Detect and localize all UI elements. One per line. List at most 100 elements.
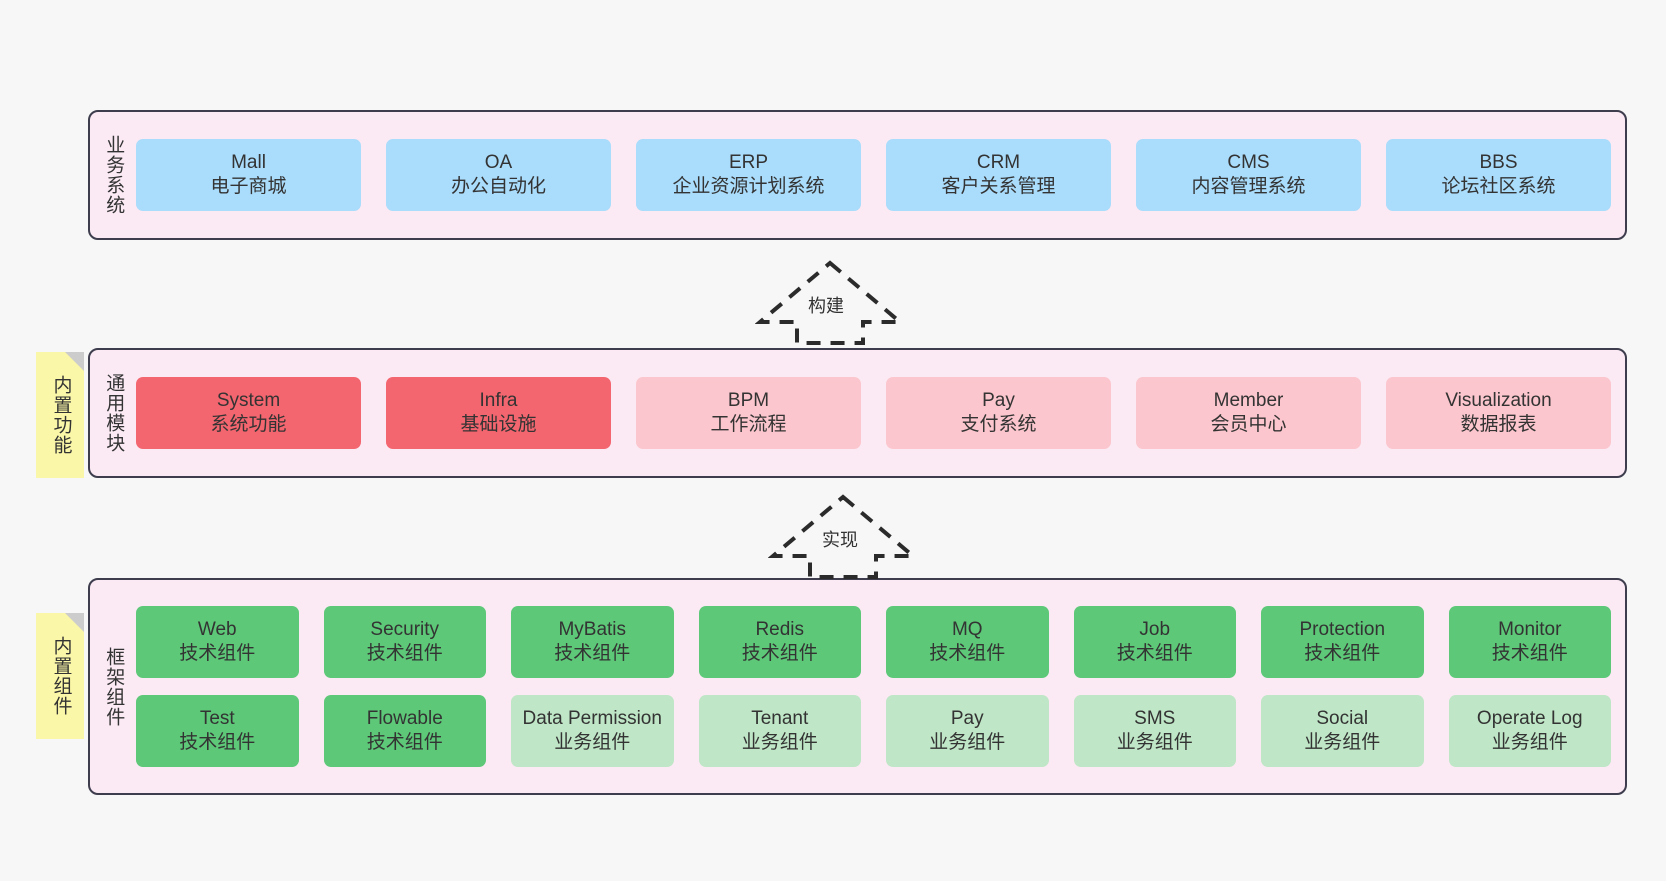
- node-mall-subtitle: 电子商城: [210, 176, 287, 197]
- node-erp[interactable]: ERP 企业资源计划系统: [636, 139, 861, 211]
- node-pay-component[interactable]: Pay 业务组件: [886, 695, 1049, 767]
- node-data-permission[interactable]: Data Permission 业务组件: [511, 695, 674, 767]
- node-test-title: Test: [199, 708, 235, 730]
- node-oa[interactable]: OA 办公自动化: [386, 139, 611, 211]
- node-flowable-subtitle: 技术组件: [366, 732, 443, 753]
- node-job[interactable]: Job 技术组件: [1073, 606, 1236, 678]
- node-mall-title: Mall: [231, 152, 266, 174]
- node-pay-module-subtitle: 支付系统: [960, 414, 1037, 435]
- node-web[interactable]: Web 技术组件: [136, 606, 299, 678]
- node-crm-title: CRM: [976, 152, 1021, 174]
- sticky-fold-icon: [65, 352, 84, 371]
- node-visualization-subtitle: 数据报表: [1460, 414, 1537, 435]
- node-tenant-subtitle: 业务组件: [741, 732, 818, 753]
- connector-build-label: 构建: [808, 296, 844, 316]
- node-bbs[interactable]: BBS 论坛社区系统: [1386, 139, 1611, 211]
- layer-common-module-label: 通用模块: [103, 373, 125, 453]
- node-member-title: Member: [1213, 390, 1284, 412]
- node-monitor[interactable]: Monitor 技术组件: [1448, 606, 1611, 678]
- framework-row-2: Test 技术组件 Flowable 技术组件 Data Permission …: [136, 695, 1611, 767]
- connector-implement-label: 实现: [822, 530, 858, 550]
- node-infra-title: Infra: [479, 390, 518, 412]
- node-cms-subtitle: 内容管理系统: [1191, 176, 1306, 197]
- node-operate-log-subtitle: 业务组件: [1491, 732, 1568, 753]
- node-pay-module[interactable]: Pay 支付系统: [886, 377, 1111, 449]
- node-mq-subtitle: 技术组件: [929, 643, 1006, 664]
- node-redis-subtitle: 技术组件: [741, 643, 818, 664]
- node-mybatis-title: MyBatis: [558, 619, 627, 641]
- node-oa-subtitle: 办公自动化: [450, 176, 546, 197]
- node-member[interactable]: Member 会员中心: [1136, 377, 1361, 449]
- node-monitor-title: Monitor: [1498, 619, 1562, 641]
- sticky-fold-icon: [65, 613, 84, 632]
- node-web-subtitle: 技术组件: [179, 643, 256, 664]
- node-sms-subtitle: 业务组件: [1116, 732, 1193, 753]
- connector-build-arrow-icon: [755, 260, 905, 345]
- node-pay-module-title: Pay: [982, 390, 1015, 412]
- node-system-title: System: [216, 390, 281, 412]
- node-security-title: Security: [370, 619, 440, 641]
- node-cms-title: CMS: [1227, 152, 1270, 174]
- node-flowable[interactable]: Flowable 技术组件: [323, 695, 486, 767]
- node-redis[interactable]: Redis 技术组件: [698, 606, 861, 678]
- common-row: System 系统功能 Infra 基础设施 BPM 工作流程 Pay 支付系统…: [136, 377, 1611, 449]
- node-bpm-subtitle: 工作流程: [710, 414, 787, 435]
- sticky-note-builtin-components-label: 内置组件: [50, 636, 72, 716]
- node-job-title: Job: [1139, 619, 1171, 641]
- business-row: Mall 电子商城 OA 办公自动化 ERP 企业资源计划系统 CRM 客户关系…: [136, 139, 1611, 211]
- node-bpm-title: BPM: [727, 390, 770, 412]
- node-web-title: Web: [197, 619, 237, 641]
- layer-business-system-label: 业务系统: [103, 135, 125, 215]
- node-visualization[interactable]: Visualization 数据报表: [1386, 377, 1611, 449]
- node-bbs-title: BBS: [1479, 152, 1518, 174]
- node-member-subtitle: 会员中心: [1210, 414, 1287, 435]
- node-social-subtitle: 业务组件: [1304, 732, 1381, 753]
- node-pay-component-title: Pay: [950, 708, 984, 730]
- node-operate-log-title: Operate Log: [1476, 708, 1583, 730]
- node-mq-title: MQ: [951, 619, 983, 641]
- node-protection[interactable]: Protection 技术组件: [1261, 606, 1424, 678]
- node-infra-subtitle: 基础设施: [460, 414, 537, 435]
- layer-framework-components-label: 框架组件: [103, 646, 125, 727]
- sticky-note-builtin-features: 内置功能: [36, 352, 84, 478]
- node-crm-subtitle: 客户关系管理: [941, 176, 1056, 197]
- node-bpm[interactable]: BPM 工作流程: [636, 377, 861, 449]
- node-data-permission-subtitle: 业务组件: [554, 732, 631, 753]
- node-test[interactable]: Test 技术组件: [136, 695, 299, 767]
- layer-business-system: 业务系统 Mall 电子商城 OA 办公自动化 ERP 企业资源计划系统 CRM…: [88, 110, 1627, 240]
- node-mq[interactable]: MQ 技术组件: [886, 606, 1049, 678]
- node-erp-subtitle: 企业资源计划系统: [672, 176, 825, 197]
- node-oa-title: OA: [484, 152, 513, 174]
- node-crm[interactable]: CRM 客户关系管理: [886, 139, 1111, 211]
- node-mall[interactable]: Mall 电子商城: [136, 139, 361, 211]
- node-bbs-subtitle: 论坛社区系统: [1441, 176, 1556, 197]
- node-redis-title: Redis: [755, 619, 805, 641]
- node-protection-subtitle: 技术组件: [1304, 643, 1381, 664]
- layer-business-system-body: Mall 电子商城 OA 办公自动化 ERP 企业资源计划系统 CRM 客户关系…: [136, 112, 1625, 238]
- node-system-subtitle: 系统功能: [210, 414, 287, 435]
- layer-common-module-body: System 系统功能 Infra 基础设施 BPM 工作流程 Pay 支付系统…: [136, 350, 1625, 476]
- node-flowable-title: Flowable: [366, 708, 443, 730]
- node-sms[interactable]: SMS 业务组件: [1073, 695, 1236, 767]
- node-job-subtitle: 技术组件: [1116, 643, 1193, 664]
- layer-framework-components: 框架组件 Web 技术组件 Security 技术组件 MyBatis 技术组件…: [88, 578, 1627, 795]
- node-security[interactable]: Security 技术组件: [323, 606, 486, 678]
- node-pay-component-subtitle: 业务组件: [929, 732, 1006, 753]
- connector-implement-arrow-icon: [768, 494, 918, 579]
- node-test-subtitle: 技术组件: [179, 732, 256, 753]
- layer-common-module: 通用模块 System 系统功能 Infra 基础设施 BPM 工作流程 Pay…: [88, 348, 1627, 478]
- node-tenant[interactable]: Tenant 业务组件: [698, 695, 861, 767]
- node-mybatis[interactable]: MyBatis 技术组件: [511, 606, 674, 678]
- node-system[interactable]: System 系统功能: [136, 377, 361, 449]
- node-monitor-subtitle: 技术组件: [1491, 643, 1568, 664]
- node-data-permission-title: Data Permission: [522, 708, 662, 730]
- node-infra[interactable]: Infra 基础设施: [386, 377, 611, 449]
- node-social[interactable]: Social 业务组件: [1261, 695, 1424, 767]
- node-operate-log[interactable]: Operate Log 业务组件: [1448, 695, 1611, 767]
- layer-framework-components-body: Web 技术组件 Security 技术组件 MyBatis 技术组件 Redi…: [136, 580, 1625, 793]
- node-cms[interactable]: CMS 内容管理系统: [1136, 139, 1361, 211]
- sticky-note-builtin-components: 内置组件: [36, 613, 84, 739]
- node-social-title: Social: [1316, 708, 1369, 730]
- node-sms-title: SMS: [1134, 708, 1176, 730]
